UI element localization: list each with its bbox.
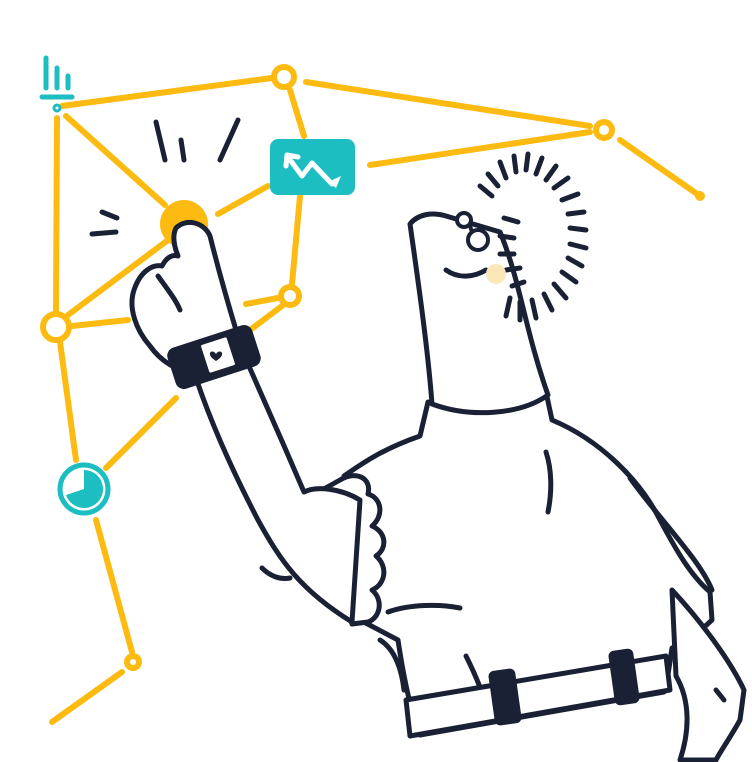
left-arm-elbow [259, 565, 293, 581]
network-edge [59, 75, 275, 109]
network-edge [65, 237, 171, 318]
trend-chart-icon [270, 139, 355, 195]
right-arm-detail [713, 687, 727, 703]
network-edge [69, 317, 131, 329]
network-edge [215, 183, 271, 217]
network-edge [49, 669, 125, 725]
hair [477, 151, 589, 323]
network-node [124, 653, 142, 671]
pie-chart-icon [57, 462, 111, 516]
glasses [455, 211, 490, 252]
network-nodes [40, 64, 615, 671]
network-node [593, 119, 615, 141]
face [443, 267, 489, 279]
network-edge [303, 79, 593, 129]
network-edge [103, 395, 179, 471]
network-node [40, 311, 72, 343]
network-edge [367, 129, 593, 168]
network-node [271, 64, 297, 90]
neck [407, 211, 551, 416]
network-node [278, 284, 302, 308]
shirt-fold [385, 602, 463, 615]
network-node-end [695, 191, 705, 201]
network-edge [93, 517, 135, 655]
tap-burst-lines [89, 117, 241, 237]
right-arm [669, 587, 747, 762]
network-edge [617, 137, 703, 199]
network-edge [243, 295, 281, 307]
network-edge [289, 193, 303, 287]
belt [403, 653, 673, 739]
heart-icon [209, 351, 223, 361]
left-arm [193, 361, 363, 625]
network-edge [63, 113, 168, 208]
shirt-sleeve-right [627, 475, 715, 593]
network-edge [247, 303, 285, 333]
bar-chart-icon [39, 55, 75, 113]
network-lines [49, 75, 703, 725]
shirt-fold [543, 449, 554, 515]
shirt-fold [377, 637, 407, 693]
network-edge [287, 87, 307, 139]
belt-loop [488, 668, 522, 726]
finger-line [155, 273, 183, 313]
network-edge [53, 115, 60, 315]
cheek [486, 264, 506, 284]
network-edge [57, 339, 79, 463]
person [129, 211, 747, 762]
belt-loop [608, 648, 640, 706]
